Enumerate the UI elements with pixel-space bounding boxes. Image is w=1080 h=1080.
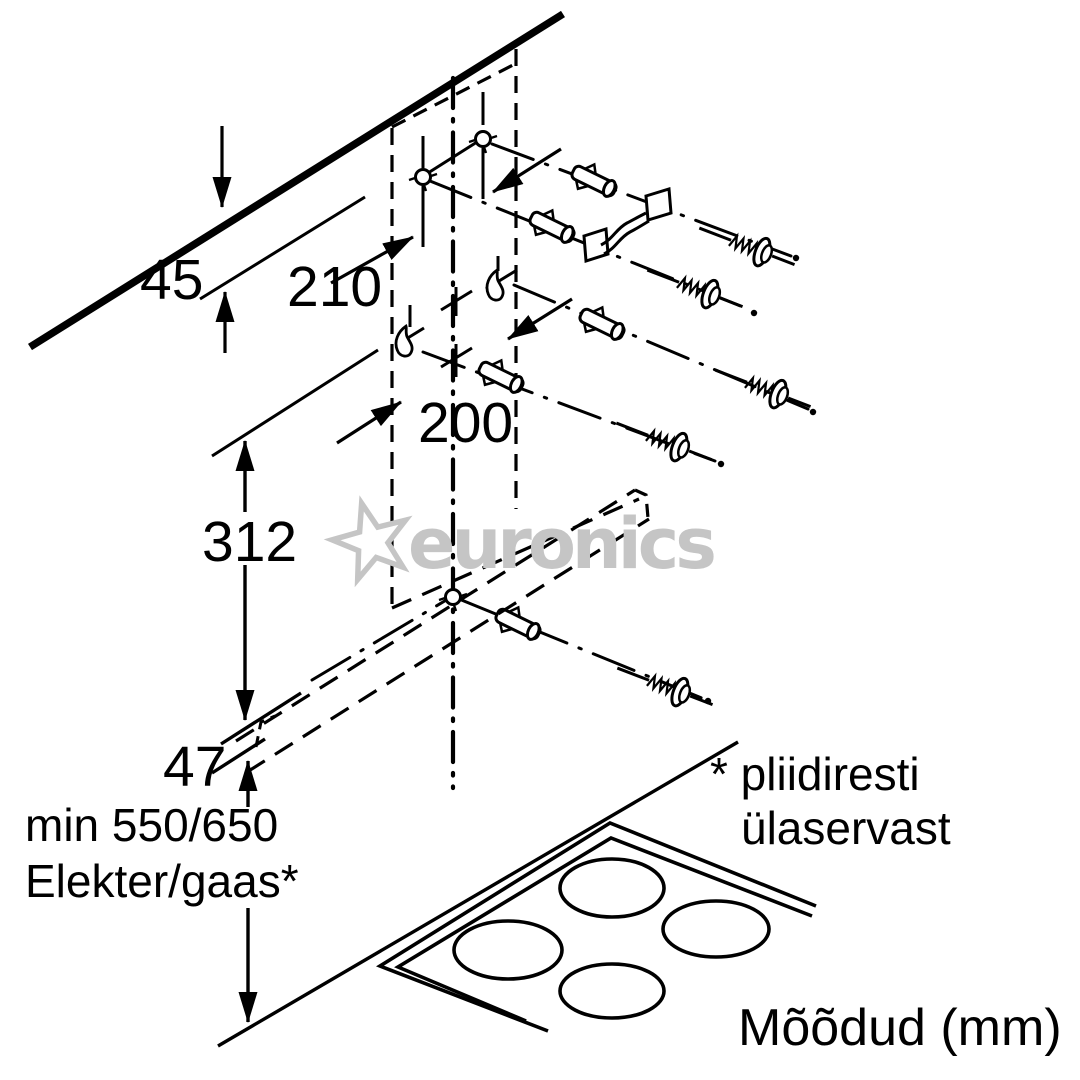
hob-note-line1: * pliidiresti bbox=[710, 748, 920, 800]
wall-anchor-icon bbox=[523, 201, 581, 252]
burner bbox=[558, 857, 666, 919]
wall-anchor-icon bbox=[489, 598, 547, 649]
dim-45 bbox=[199, 126, 366, 353]
screws bbox=[609, 213, 818, 720]
screw-icon bbox=[609, 408, 719, 475]
min-clearance-label: min 550/650 bbox=[25, 799, 278, 851]
units-label: Mõõdud (mm) bbox=[738, 999, 1062, 1057]
wall-anchor-icon bbox=[565, 155, 623, 206]
wall-anchor-icon bbox=[573, 298, 631, 349]
dim-210-label: 210 bbox=[287, 255, 382, 319]
hook-icon bbox=[393, 323, 416, 359]
hob-note-line2: ülaservast bbox=[741, 802, 951, 854]
star-icon bbox=[323, 495, 413, 588]
axis-end-dots bbox=[704, 254, 817, 705]
burner bbox=[558, 962, 666, 1020]
drill-cross-marks bbox=[440, 287, 473, 377]
mounting-bracket bbox=[582, 187, 673, 264]
dim-312-label: 312 bbox=[202, 510, 297, 574]
hood-canopy-outline bbox=[211, 488, 650, 775]
watermark: euronics bbox=[323, 495, 718, 588]
screw-icon bbox=[640, 255, 750, 322]
hanging-hooks bbox=[393, 267, 518, 359]
burner bbox=[452, 919, 564, 981]
dim-200-label: 200 bbox=[418, 391, 513, 455]
clearance-type-label: Elekter/gaas* bbox=[25, 855, 299, 907]
burner bbox=[661, 899, 771, 959]
dim-210 bbox=[330, 147, 562, 285]
watermark-text: euronics bbox=[408, 503, 714, 585]
duct-template-outline bbox=[390, 49, 518, 607]
screw-icon bbox=[610, 653, 720, 720]
dim-45-label: 45 bbox=[140, 248, 203, 312]
hole-columns bbox=[408, 92, 500, 327]
cooktop bbox=[217, 740, 817, 1048]
screw-icon bbox=[708, 355, 818, 422]
hook-icon bbox=[484, 267, 507, 303]
dim-200 bbox=[211, 297, 573, 458]
ceiling-line bbox=[28, 10, 565, 351]
dim-47-label: 47 bbox=[163, 735, 226, 799]
